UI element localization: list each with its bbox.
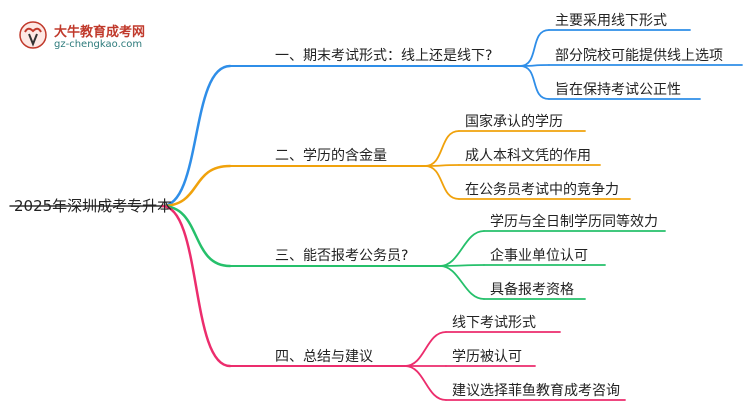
branch-3-leaf-1-connector [439,230,485,267]
mindmap-root-label: 2025年深圳成考专升本 [14,197,173,215]
branch-4-leaf-2: 学历被认可 [452,349,522,365]
branch-1-leaf-3: 旨在保持考试公正性 [555,82,681,98]
branch-3-label: 三、能否报考公务员? [275,248,409,264]
site-logo: 大牛教育成考网 gz-chengkao.com [10,18,160,56]
branch-3-leaf-2-connector [439,264,485,267]
branch-4-label: 四、总结与建议 [275,349,373,365]
logo-title: 大牛教育成考网 [54,25,146,40]
branch-2-leaf-3: 在公务员考试中的竞争力 [465,182,619,198]
branch-1-leaf-1: 主要采用线下形式 [555,13,667,29]
branch-3-leaf-3: 具备报考资格 [490,282,574,298]
branch-1-label: 一、期末考试形式：线上还是线下? [275,48,493,64]
branch-1-leaf-2: 部分院校可能提供线上选项 [555,48,723,64]
branch-4-leaf-1-connector [404,331,447,367]
branch-2-leaf-1: 国家承认的学历 [465,114,563,130]
branch-2-leaf-2: 成人本科文凭的作用 [465,148,591,164]
branch-3-connector [160,204,232,268]
branch-1-leaf-1-connector [519,29,550,67]
branch-4-leaf-3-connector [404,365,447,401]
branch-2-label: 二、学历的含金量 [275,148,387,164]
branch-4-leaf-3: 建议选择菲鱼教育成考咨询 [452,383,620,399]
branch-3-leaf-1: 学历与全日制学历同等效力 [490,214,658,230]
branch-2-leaf-2-connector [424,164,460,167]
branch-2-leaf-1-connector [424,130,460,167]
branch-1-connector [160,64,232,208]
branch-4-connector [160,204,232,368]
branch-2-connector [160,164,232,208]
logo-url: gz-chengkao.com [54,39,143,50]
branch-4-leaf-1: 线下考试形式 [452,315,536,331]
branch-1-leaf-3-connector [519,65,550,100]
bull-logo-icon [19,21,47,49]
branch-3-leaf-3-connector [439,265,485,300]
branch-2-leaf-3-connector [424,165,460,200]
branch-3-leaf-2: 企事业单位认可 [490,248,588,264]
